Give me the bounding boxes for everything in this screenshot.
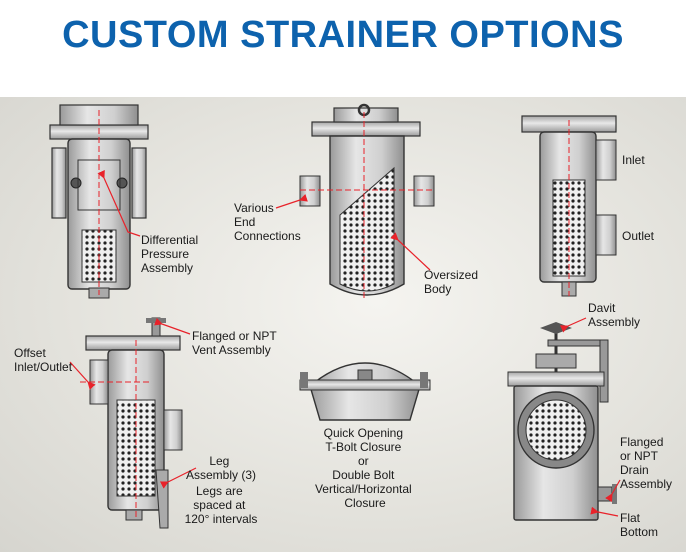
strainer-inlet-outlet [521, 115, 617, 297]
label-oversized-body: Oversized Body [424, 268, 481, 296]
label-drain-assembly: Flanged or NPT Drain Assembly [620, 435, 672, 491]
label-various-end-connections: Various End Connections [234, 201, 301, 243]
label-quick-opening-closure: Quick Opening T-Bolt Closure or Double B… [315, 426, 415, 510]
quick-opening-closure [299, 362, 431, 421]
label-offset-inlet-outlet: Offset Inlet/Outlet [14, 346, 73, 374]
strainer-offset-legs [69, 317, 197, 529]
strainer-oversized-body [275, 103, 435, 300]
label-leg-assembly: Leg Assembly (3) [186, 454, 256, 482]
label-flanged-vent: Flanged or NPT Vent Assembly [192, 329, 280, 357]
label-flat-bottom: Flat Bottom [620, 511, 658, 539]
strainer-davit [507, 317, 621, 521]
label-outlet: Outlet [622, 229, 655, 243]
label-differential-pressure: Differential Pressure Assembly [141, 233, 201, 275]
label-inlet: Inlet [622, 153, 645, 167]
page-title: CUSTOM STRAINER OPTIONS [62, 14, 624, 56]
label-legs-spaced: Legs are spaced at 120° intervals [185, 484, 258, 526]
label-davit-assembly: Davit Assembly [588, 301, 640, 329]
strainer-differential-pressure [49, 104, 149, 299]
